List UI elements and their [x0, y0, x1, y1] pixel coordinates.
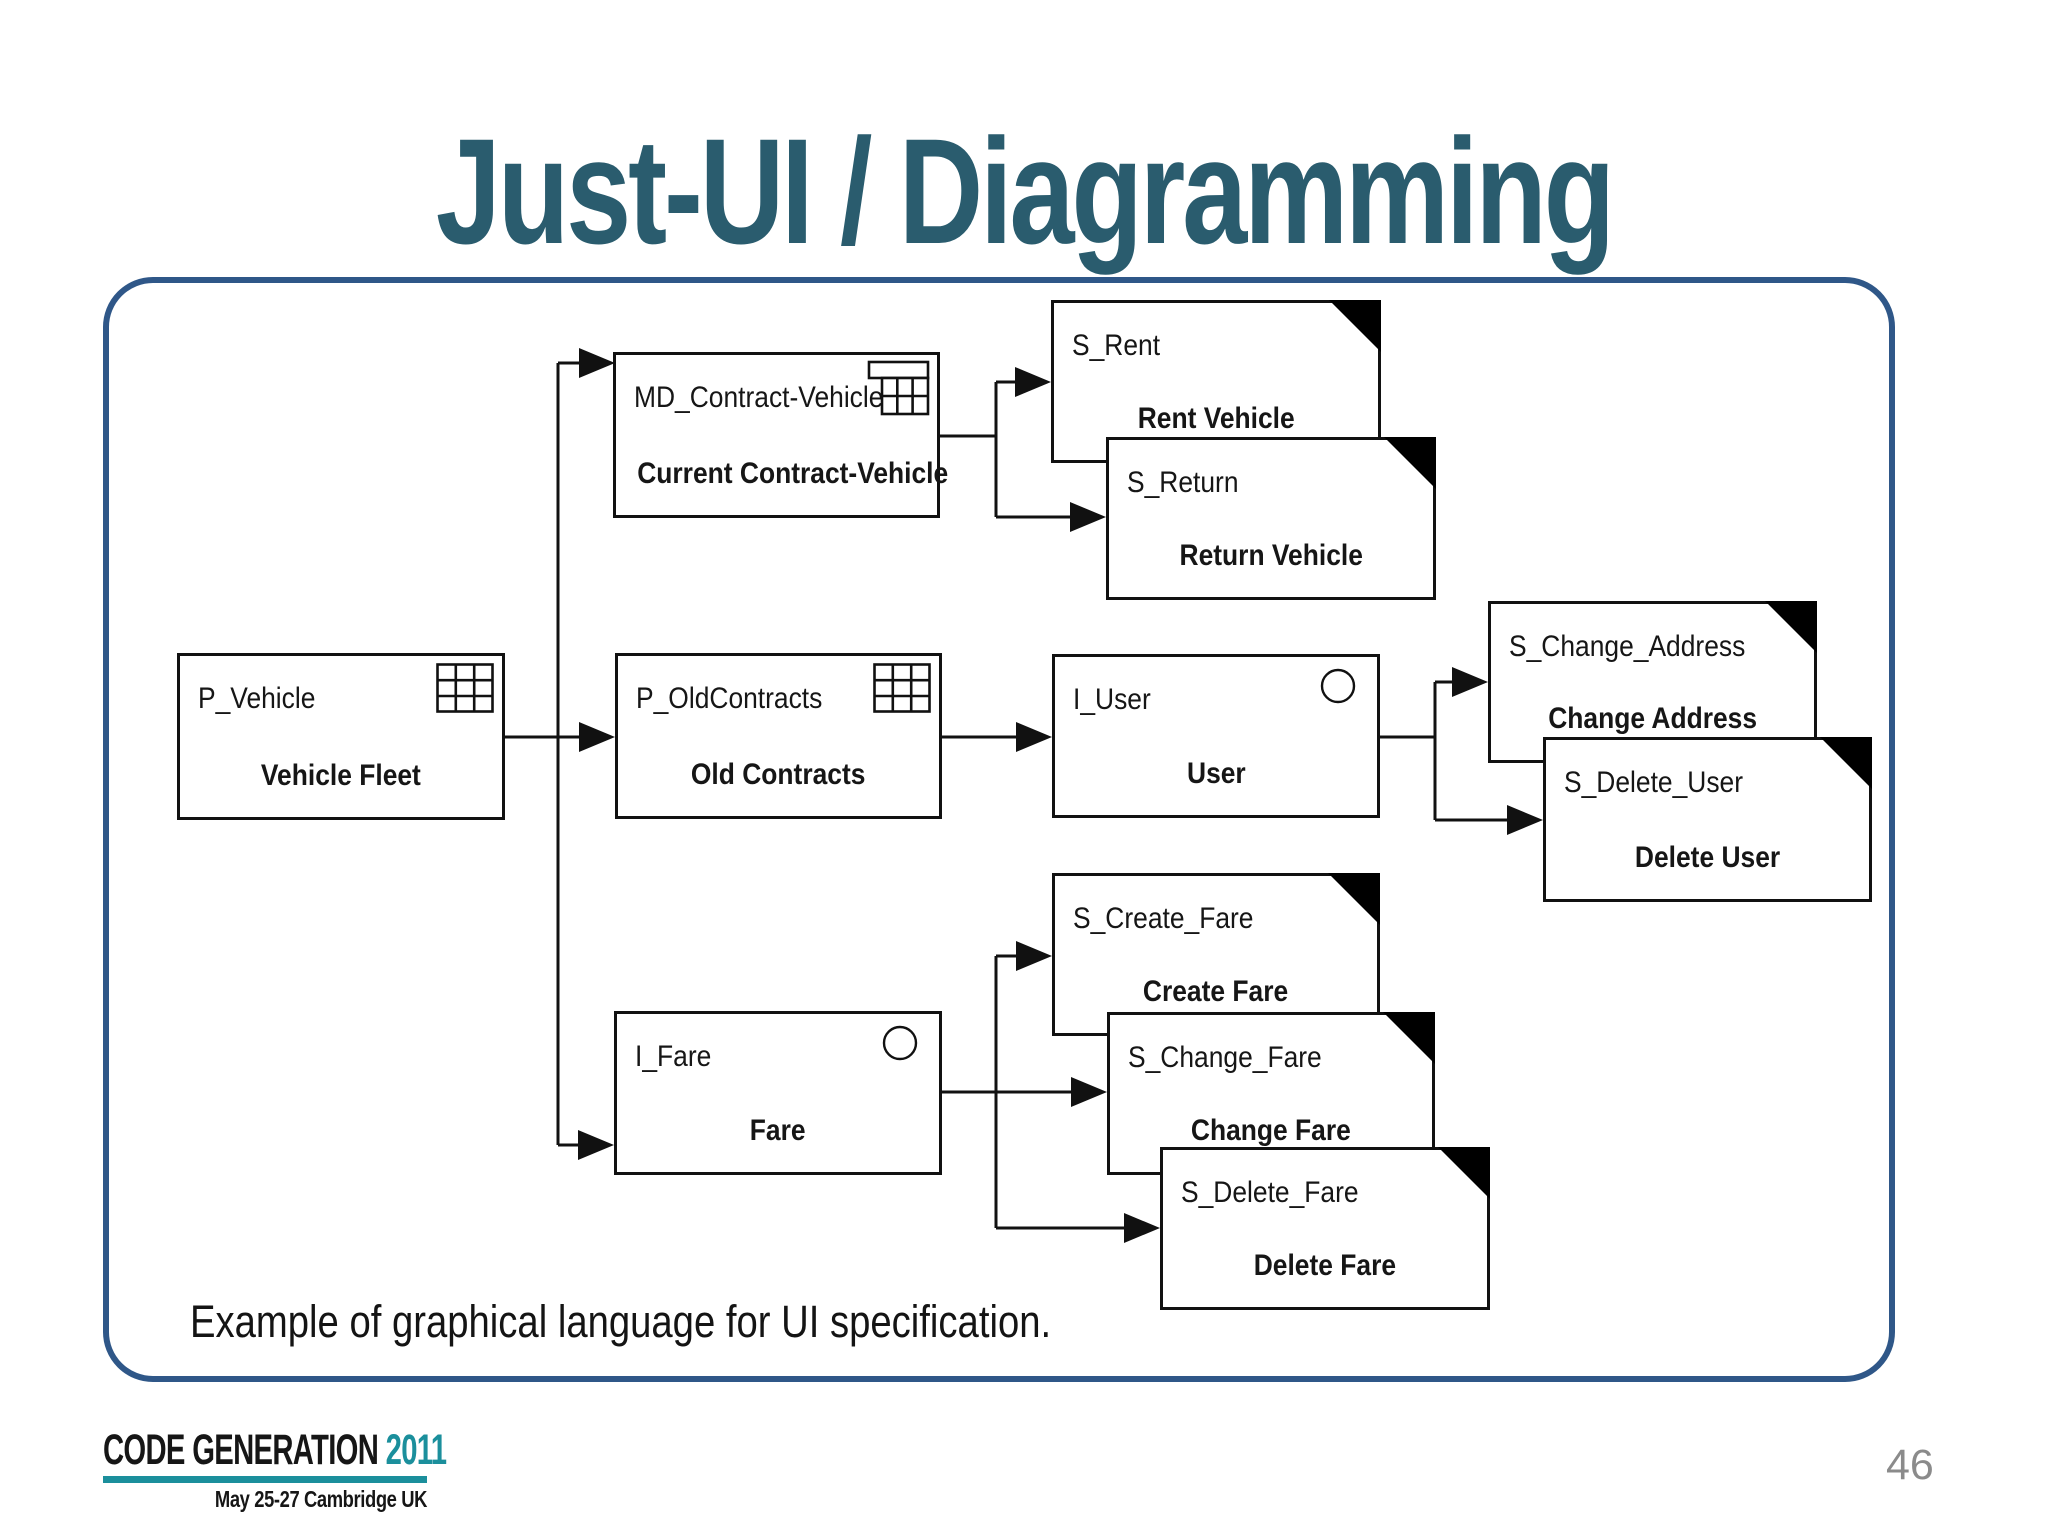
logo-title: CODE GENERATION — [103, 1426, 386, 1474]
node-name-label: I_Fare — [635, 1040, 712, 1073]
node-title-label: Current Contract-Vehicle — [637, 457, 949, 490]
node-md-contract-vehicle: MD_Contract-Vehicle Current Contract-Veh… — [613, 352, 949, 518]
folded-corner-icon — [1329, 300, 1381, 352]
master-detail-table-icon — [867, 359, 931, 417]
node-s-rent: S_Rent Rent Vehicle — [1051, 300, 1381, 463]
logo-dates: May 25-27 Cambridge UK — [214, 1486, 427, 1513]
node-s-return: S_Return Return Vehicle — [1106, 437, 1436, 600]
page-title: Just-UI / Diagramming — [0, 116, 2048, 266]
node-title-label: Create Fare — [1143, 975, 1289, 1008]
edge-user-branches — [1380, 667, 1543, 835]
node-name-label: S_Return — [1127, 466, 1239, 499]
logo-year: 2011 — [385, 1426, 447, 1474]
node-s-change-address: S_Change_Address Change Address — [1488, 601, 1817, 763]
edge-md-to-rent-return — [940, 367, 1106, 532]
node-title-label: User — [1186, 757, 1246, 790]
node-name-label: S_Delete_Fare — [1181, 1176, 1359, 1209]
folded-corner-icon — [1765, 601, 1817, 653]
node-title-label: Return Vehicle — [1179, 539, 1363, 572]
table-grid-icon — [436, 663, 494, 713]
node-name-label: S_Change_Fare — [1128, 1041, 1322, 1074]
node-title-label: Delete Fare — [1253, 1249, 1397, 1282]
node-title-label: Change Address — [1548, 702, 1757, 735]
node-name-label: P_Vehicle — [198, 682, 316, 715]
folded-corner-icon — [1384, 437, 1436, 489]
node-name-label: S_Delete_User — [1564, 766, 1744, 799]
node-s-delete-user: S_Delete_User Delete User — [1543, 737, 1872, 902]
folded-corner-icon — [1383, 1012, 1435, 1064]
node-title-label: Rent Vehicle — [1137, 402, 1295, 435]
page-number: 46 — [1886, 1441, 1934, 1489]
diagram-frame — [103, 277, 1895, 1382]
edge-fare-branches — [942, 941, 1160, 1243]
node-title-label: Old Contracts — [691, 758, 866, 791]
instance-circle-icon — [881, 1024, 919, 1062]
edge-pvehicle-branches — [505, 348, 615, 1160]
caption: Example of graphical language for UI spe… — [190, 1296, 1052, 1347]
node-title-label: Fare — [750, 1114, 806, 1147]
logo-underline — [103, 1476, 427, 1484]
table-grid-icon — [873, 663, 931, 713]
node-name-label: P_OldContracts — [636, 682, 823, 715]
node-name-label: S_Change_Address — [1509, 630, 1746, 663]
node-name-label: MD_Contract-Vehicle — [634, 381, 884, 414]
node-name-label: S_Rent — [1072, 329, 1161, 362]
node-name-label: S_Create_Fare — [1073, 902, 1254, 935]
node-title-label: Delete User — [1634, 841, 1781, 874]
instance-circle-icon — [1319, 667, 1357, 705]
node-i-fare: I_Fare Fare — [614, 1011, 942, 1175]
node-title-label: Vehicle Fleet — [261, 759, 421, 792]
edge-oldcontracts-to-user — [940, 722, 1052, 752]
node-p-oldcontracts: P_OldContracts Old Contracts — [615, 653, 942, 819]
node-title-label: Change Fare — [1191, 1114, 1351, 1147]
folded-corner-icon — [1438, 1147, 1490, 1199]
folded-corner-icon — [1328, 873, 1380, 925]
node-p-vehicle: P_Vehicle Vehicle Fleet — [177, 653, 505, 820]
conference-logo: CODE GENERATION 2011 May 25-27 Cambridge… — [103, 1427, 447, 1513]
node-s-delete-fare: S_Delete_Fare Delete Fare — [1160, 1147, 1490, 1310]
logo-wordmark: CODE GENERATION 2011 — [103, 1427, 447, 1473]
folded-corner-icon — [1820, 737, 1872, 789]
page-title-text: Just-UI / Diagramming — [435, 107, 1615, 275]
node-i-user: I_User User — [1052, 654, 1380, 818]
node-name-label: I_User — [1073, 683, 1151, 716]
node-s-create-fare: S_Create_Fare Create Fare — [1052, 873, 1380, 1036]
